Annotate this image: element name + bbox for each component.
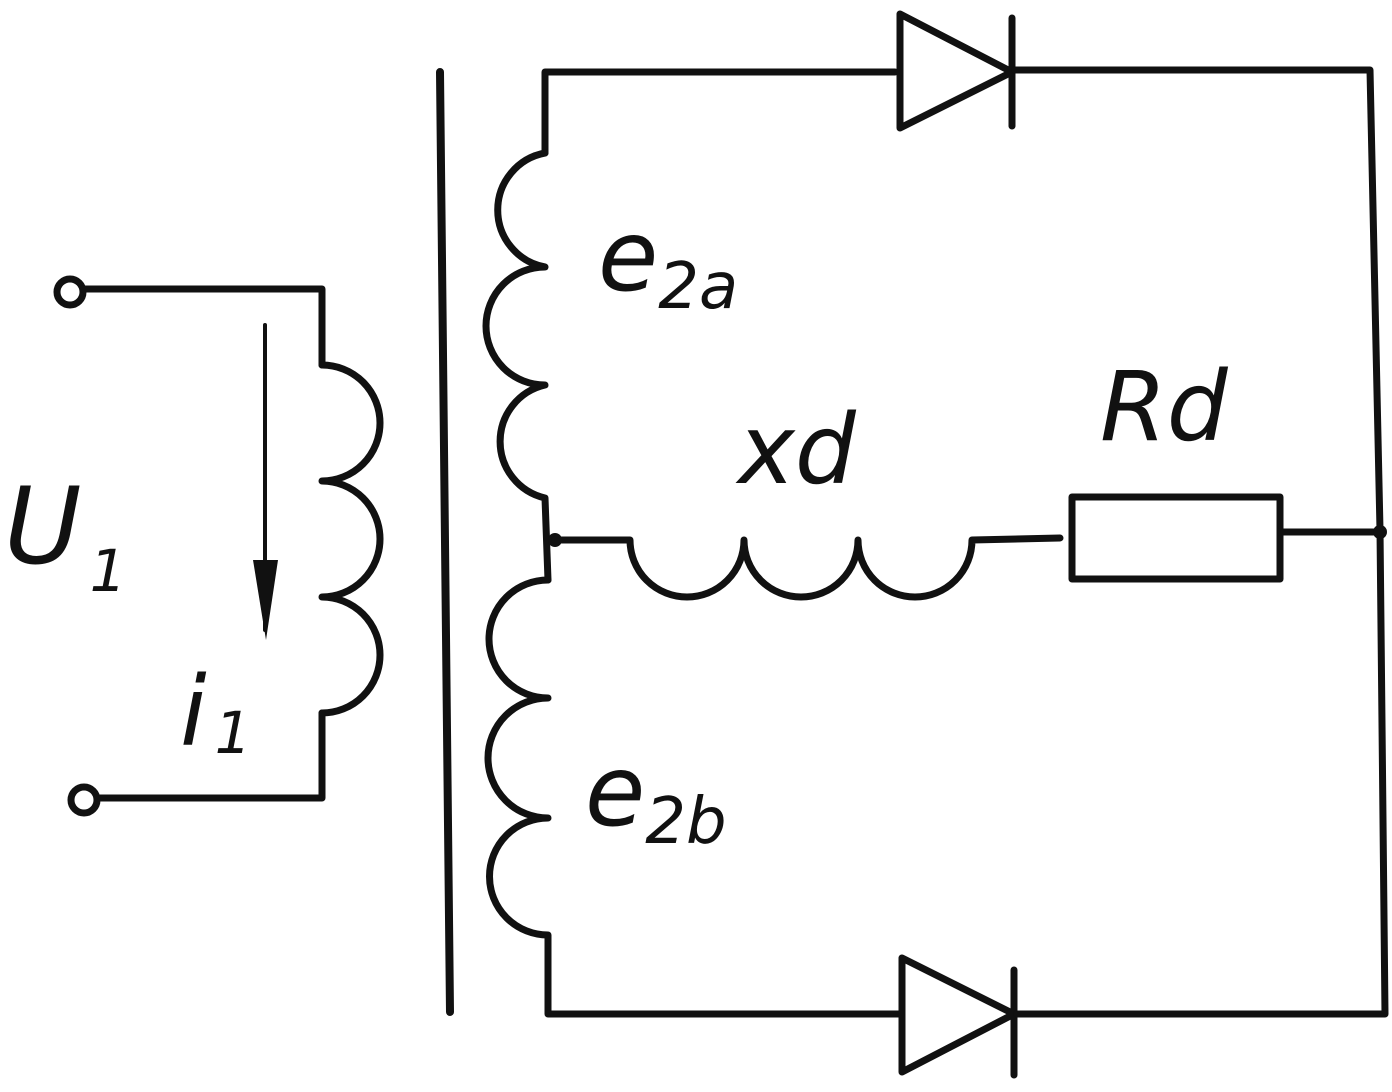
current-arrowhead bbox=[253, 560, 278, 640]
secondary-windings bbox=[482, 68, 904, 1018]
secondary-winding-top bbox=[482, 149, 552, 584]
label-e2a: e2a bbox=[598, 200, 738, 324]
secondary-winding-bottom bbox=[484, 576, 904, 1018]
load-resistor bbox=[1068, 493, 1284, 583]
primary-lead-bottom bbox=[93, 709, 326, 802]
diode-bottom bbox=[898, 526, 1389, 1079]
transformer-core bbox=[436, 68, 454, 1016]
primary-lead-top bbox=[79, 285, 326, 369]
load-branch bbox=[551, 493, 1387, 601]
diode-top-output-wire bbox=[1011, 66, 1384, 534]
label-xd: xd bbox=[735, 394, 857, 506]
label-rd: Rd bbox=[1100, 351, 1229, 463]
diode-bottom-output-wire bbox=[1013, 526, 1389, 1018]
diode-top-triangle bbox=[896, 10, 1016, 132]
smoothing-inductor bbox=[551, 534, 1064, 601]
secondary-top-lead bbox=[541, 68, 899, 157]
diode-top bbox=[896, 10, 1384, 534]
label-e2b: e2b bbox=[585, 735, 727, 859]
diode-bottom-triangle bbox=[898, 954, 1018, 1076]
primary-circuit bbox=[53, 275, 384, 817]
primary-winding bbox=[318, 361, 384, 717]
output-node bbox=[1373, 525, 1387, 539]
input-terminal-bottom bbox=[67, 783, 101, 817]
input-terminal-top bbox=[53, 275, 87, 309]
